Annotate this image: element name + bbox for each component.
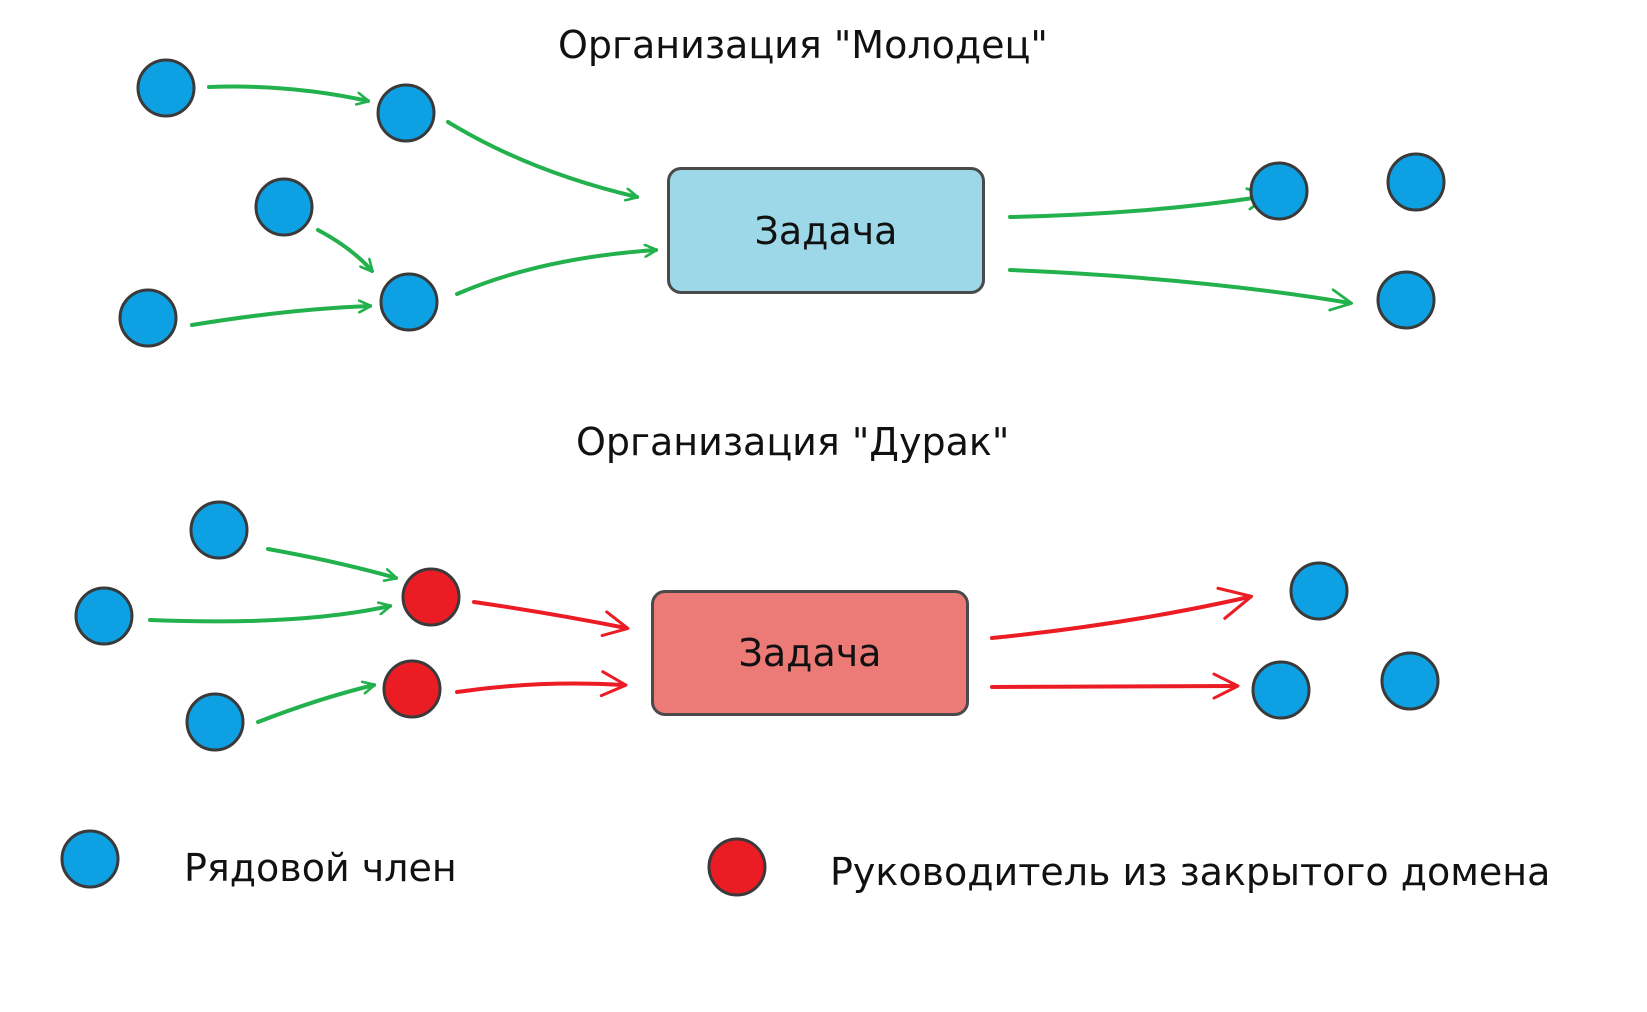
arrow-top-1: [207, 84, 368, 101]
member-node: [379, 272, 439, 332]
member-node: [376, 83, 436, 143]
member-node: [136, 58, 196, 118]
member-node: [118, 288, 178, 348]
arrow-bottom-1: [266, 547, 396, 578]
nodes-top: [118, 58, 1446, 348]
leader-node: [401, 567, 461, 627]
task-box-good: Задача: [667, 167, 985, 294]
arrows-bottom-green: [148, 547, 396, 724]
arrow-top-3: [316, 228, 374, 271]
nodes-bottom-members: [74, 500, 1440, 752]
member-node: [185, 692, 245, 752]
arrow-bottom-4: [472, 600, 630, 638]
member-node: [1289, 561, 1349, 621]
arrow-top-6: [1008, 187, 1271, 219]
member-node: [254, 177, 314, 237]
member-node: [189, 500, 249, 560]
arrow-bottom-7: [990, 672, 1240, 700]
arrow-bottom-3: [256, 685, 374, 724]
member-node: [1376, 270, 1436, 330]
legend-member-label: Рядовой член: [184, 846, 457, 890]
task-box-bad: Задача: [651, 590, 969, 716]
title-organization-good: Организация "Молодец": [558, 23, 1048, 67]
arrow-bottom-2: [148, 606, 390, 624]
nodes-bottom-leaders: [382, 567, 461, 719]
arrow-bottom-6: [990, 586, 1254, 640]
arrow-top-2: [446, 120, 637, 197]
arrows-top: [190, 84, 1354, 327]
member-node: [1251, 660, 1311, 720]
legend-leader-label: Руководитель из закрытого домена: [830, 850, 1551, 894]
legend-leader-marker: [707, 837, 767, 897]
title-organization-bad: Организация "Дурак": [576, 420, 1010, 464]
task-label: Задача: [754, 208, 898, 253]
task-label: Задача: [738, 631, 882, 675]
arrow-top-5: [455, 250, 656, 296]
arrow-bottom-5: [455, 670, 628, 698]
member-node: [74, 586, 134, 646]
arrow-top-4: [190, 306, 370, 327]
leader-node: [382, 659, 442, 719]
member-node: [1386, 152, 1446, 212]
legend-member-marker: [60, 829, 120, 889]
member-node: [1380, 651, 1440, 711]
member-node: [1249, 161, 1309, 221]
arrows-bottom-red: [455, 586, 1254, 700]
arrow-top-7: [1008, 268, 1354, 312]
